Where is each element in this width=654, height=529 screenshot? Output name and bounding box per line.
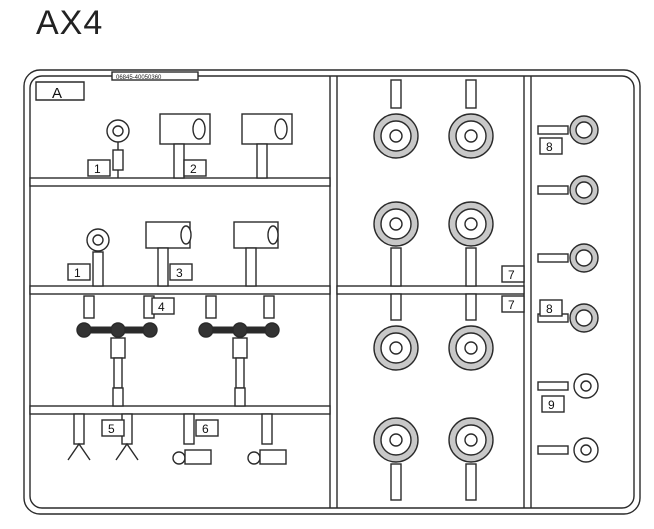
- label-7-bottom-box: 7: [501, 295, 525, 313]
- sprue-letter-tab: A: [35, 81, 85, 102]
- part-2-b: [241, 113, 293, 179]
- label-5: 5: [108, 422, 115, 436]
- part-4-b: [198, 295, 280, 407]
- part-1-bottom: [86, 228, 110, 287]
- road-wheels: [373, 79, 494, 501]
- label-8-top-box: 8: [539, 137, 563, 155]
- runners-left: [29, 177, 331, 415]
- part-5: [67, 413, 139, 461]
- label-2-box: 2: [183, 159, 207, 177]
- part-2-a: [159, 113, 211, 179]
- label-4: 4: [158, 300, 165, 314]
- label-8-bottom: 8: [546, 302, 553, 316]
- label-3-box: 3: [169, 263, 193, 281]
- label-6: 6: [202, 422, 209, 436]
- label-1-bottom: 1: [74, 266, 81, 280]
- label-7-bottom: 7: [508, 298, 515, 312]
- sprue-letter: A: [52, 85, 62, 102]
- label-8-bottom-box: 8: [539, 299, 563, 317]
- small-wheels-8: [537, 115, 599, 333]
- part-1-top: [106, 119, 130, 178]
- runner-middle: [336, 285, 525, 295]
- label-7-top-box: 7: [501, 265, 525, 283]
- part-4-a: [76, 295, 158, 407]
- label-3: 3: [176, 266, 183, 280]
- label-2: 2: [190, 162, 197, 176]
- idler-wheels-9: [537, 373, 599, 463]
- label-6-box: 6: [195, 419, 219, 437]
- label-1-top: 1: [94, 162, 101, 176]
- part-code-box: 06845-40050360: [111, 71, 199, 81]
- part-code: 06845-40050360: [116, 75, 162, 81]
- part-3-a: [145, 221, 192, 287]
- label-5-box: 5: [101, 419, 125, 437]
- label-8-top: 8: [546, 140, 553, 154]
- label-1-bottom-box: 1: [67, 263, 91, 281]
- label-9-box: 9: [541, 395, 565, 413]
- part-6: [172, 413, 287, 465]
- label-9: 9: [548, 398, 555, 412]
- diagram-title: AX4: [36, 4, 104, 42]
- part-3-b: [233, 221, 279, 287]
- label-1-top-box: 1: [87, 159, 111, 177]
- label-4-box: 4: [151, 297, 175, 315]
- label-7-top: 7: [508, 268, 515, 282]
